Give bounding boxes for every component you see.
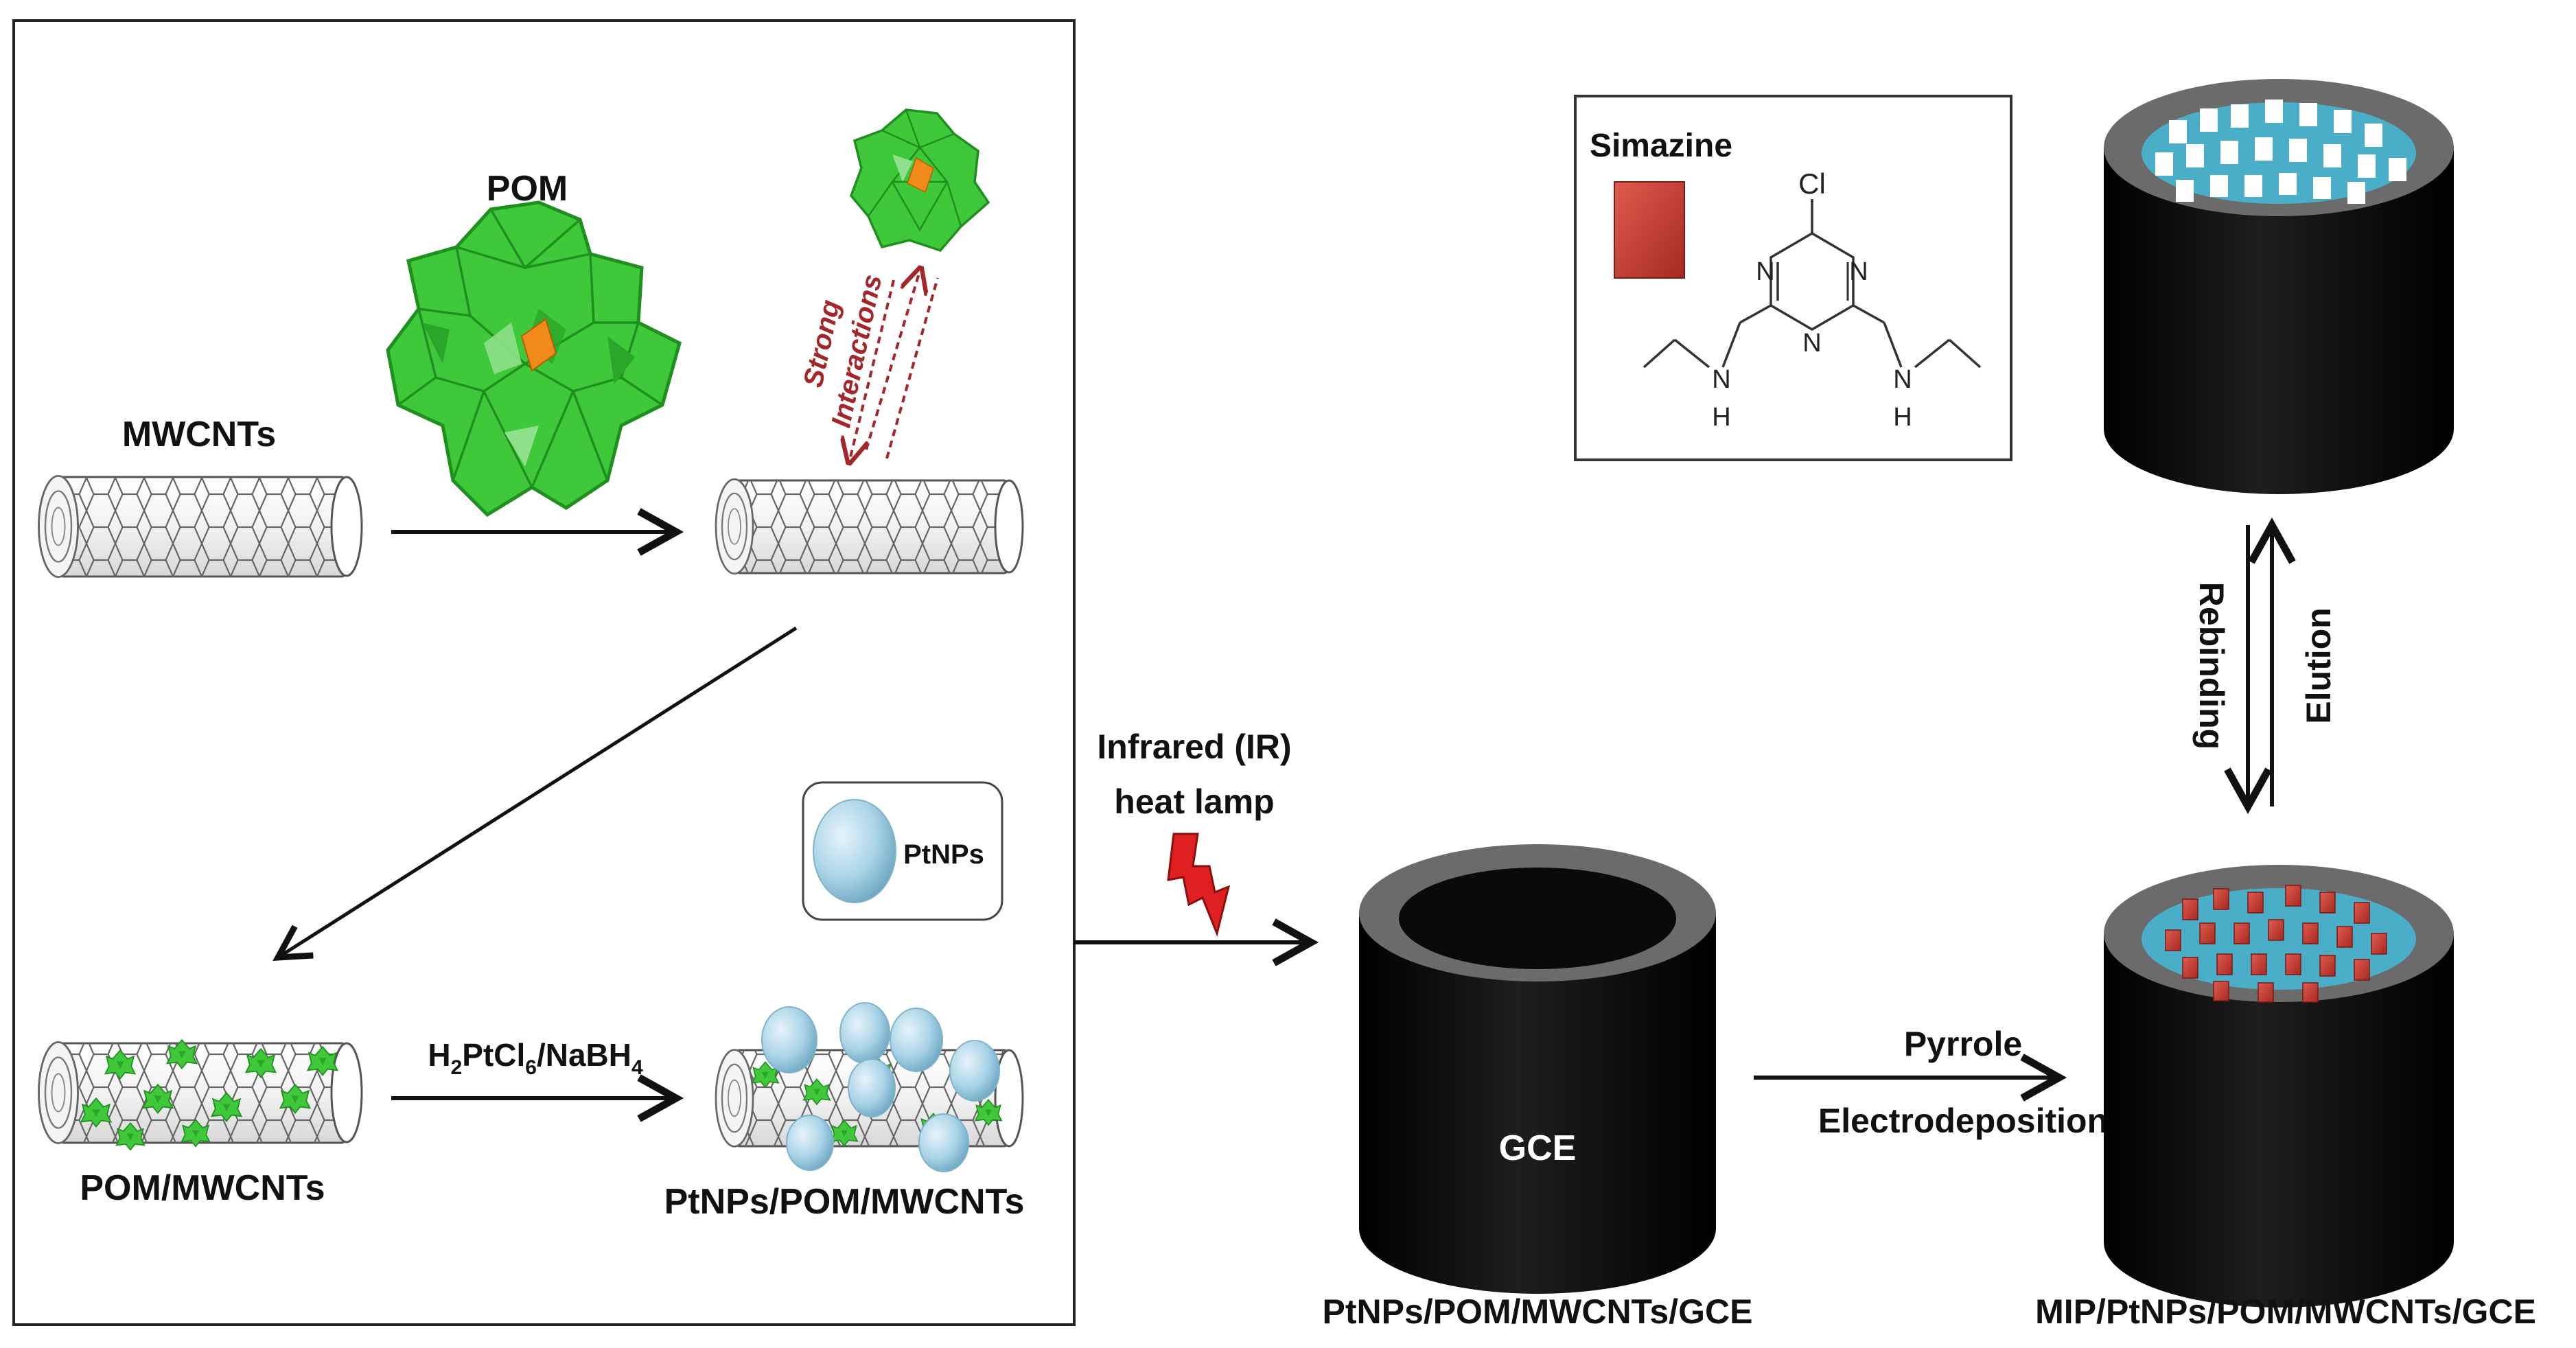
elution-label: Elution bbox=[2299, 607, 2338, 723]
simazine-molecule bbox=[1643, 199, 1982, 369]
infrared-label-line2: heat lamp bbox=[1114, 782, 1274, 821]
electrodeposition-label: Electrodeposition bbox=[1818, 1102, 2108, 1140]
simazine-structure-box: Simazine Cl N N N N H N H bbox=[1574, 95, 2012, 461]
strong-interactions-label: Strong Interactions bbox=[798, 272, 888, 430]
lightning-bolt-icon bbox=[1167, 833, 1231, 937]
mip-electrode-eluted bbox=[2104, 79, 2454, 494]
nanotube-bare-2 bbox=[715, 478, 1024, 575]
atom-n-left-amine: N bbox=[1712, 365, 1730, 394]
mwcnts-label: MWCNTs bbox=[122, 415, 276, 454]
pyrrole-label: Pyrrole bbox=[1904, 1025, 2022, 1063]
atom-n-top-right: N bbox=[1849, 257, 1868, 286]
atom-n-bottom: N bbox=[1802, 329, 1821, 358]
pom-mwcnts-label: POM/MWCNTs bbox=[80, 1168, 325, 1208]
reagent-label: H2PtCl6/NaBH4 bbox=[428, 1037, 643, 1079]
atom-n-right-amine: N bbox=[1893, 365, 1912, 394]
pom-cluster-small bbox=[850, 108, 990, 253]
ptnps-legend-label: PtNPs bbox=[903, 839, 984, 870]
arrow-interaction-to-pom-mwcnts bbox=[272, 626, 798, 961]
ptnps-legend: PtNPs bbox=[802, 781, 1003, 921]
interaction-double-arrow bbox=[850, 271, 939, 460]
pom-label: POM bbox=[487, 169, 568, 209]
nanotube-ptnps-decorated bbox=[715, 1002, 1024, 1172]
simazine-label: Simazine bbox=[1590, 128, 1732, 164]
atom-h-right-amine: H bbox=[1893, 403, 1912, 432]
ptnp-legend-sphere bbox=[813, 799, 896, 903]
rebinding-label: Rebinding bbox=[2192, 582, 2231, 749]
mip-electrode-template-bound bbox=[2104, 865, 2454, 1308]
synthesis-panel-frame bbox=[12, 19, 1076, 1326]
gce-caption: PtNPs/POM/MWCNTs/GCE bbox=[1323, 1292, 1753, 1331]
atom-h-left-amine: H bbox=[1712, 403, 1730, 432]
atom-n-top-left: N bbox=[1756, 257, 1774, 286]
mip-caption: MIP/PtNPs/POM/MWCNTs/GCE bbox=[2035, 1292, 2536, 1331]
nanotube-pom-functionalized bbox=[38, 1039, 363, 1151]
empty-cavities bbox=[2155, 100, 2406, 204]
atom-cl: Cl bbox=[1798, 167, 1826, 200]
infrared-label-line1: Infrared (IR) bbox=[1097, 728, 1291, 766]
simazine-templates bbox=[2165, 885, 2387, 1003]
pom-cluster-large bbox=[386, 200, 682, 518]
ptnps-pom-mwcnts-label: PtNPs/POM/MWCNTs bbox=[664, 1182, 1025, 1222]
gce-electrode: GCE bbox=[1359, 844, 1716, 1294]
gce-label: GCE bbox=[1499, 1128, 1577, 1168]
nanotube-bare-1 bbox=[38, 474, 363, 579]
simazine-template-icon bbox=[1614, 181, 1685, 279]
